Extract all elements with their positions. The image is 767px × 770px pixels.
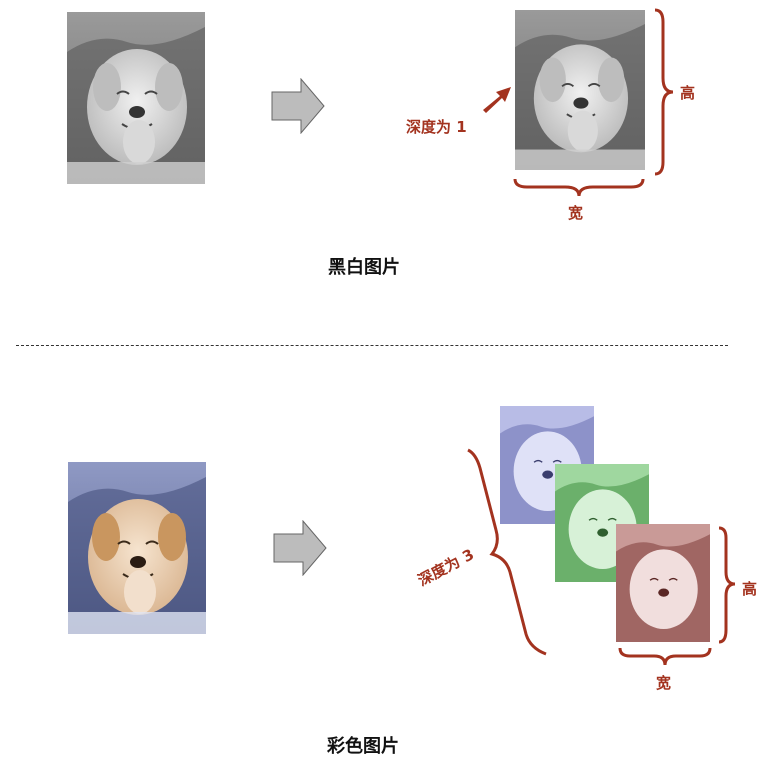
section-divider — [16, 345, 728, 346]
depth-label-gray: 深度为 1 — [406, 118, 467, 136]
width-brace-gray — [513, 178, 645, 197]
height-brace-color — [718, 526, 736, 644]
transform-arrow-color — [273, 520, 327, 576]
width-label-gray: 宽 — [568, 204, 584, 222]
transform-arrow — [271, 78, 325, 134]
height-label-gray: 高 — [680, 84, 696, 102]
grayscale-puppy-image — [67, 12, 205, 184]
height-label-color: 高 — [742, 580, 758, 598]
width-label-color: 宽 — [656, 674, 672, 692]
color-caption: 彩色图片 — [327, 736, 399, 757]
red-channel-image — [616, 524, 710, 642]
height-brace-gray — [654, 8, 674, 176]
depth-brace-color — [467, 448, 547, 656]
grayscale-channel-image — [515, 10, 645, 170]
color-puppy-image — [68, 462, 206, 634]
grayscale-caption: 黑白图片 — [328, 257, 400, 278]
width-brace-color — [618, 647, 712, 666]
depth-pointer-arrow — [483, 87, 511, 113]
